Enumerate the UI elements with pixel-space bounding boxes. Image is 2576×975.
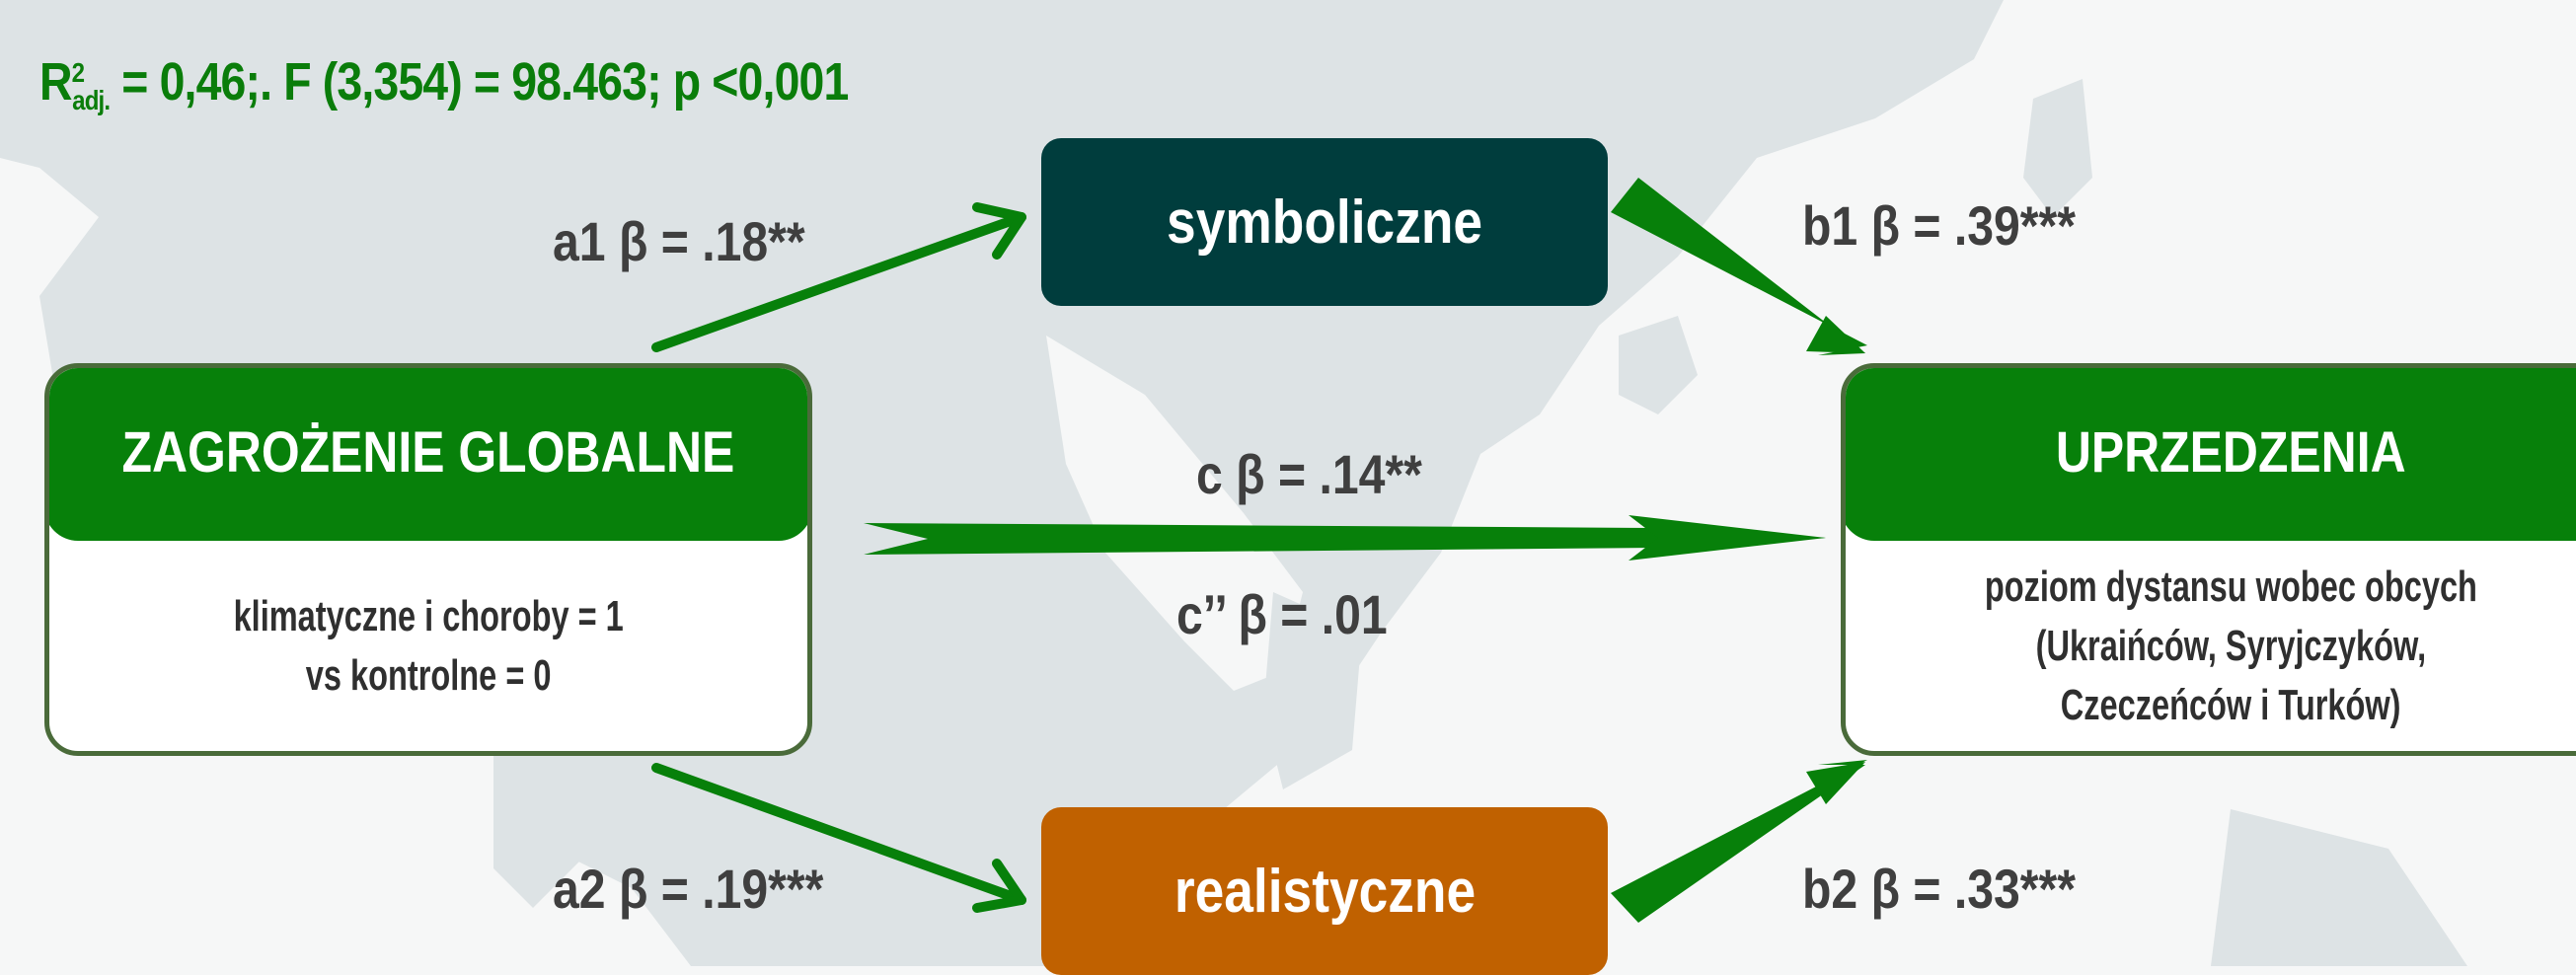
outcome-description: poziom dystansu wobec obcych(Ukraińców, … — [1984, 562, 2477, 729]
arrow-c — [864, 523, 1826, 555]
arrow-c-head — [1629, 515, 1826, 561]
predictor-title: ZAGROŻENIE GLOBALNE — [49, 368, 807, 541]
predictor-box: ZAGROŻENIE GLOBALNE klimatyczne i chorob… — [44, 363, 812, 756]
path-c-label: c β = .14** — [1196, 443, 1422, 505]
arrow-a1 — [651, 212, 1026, 352]
arrow-b2-head — [1806, 762, 1865, 804]
mediator-symbolic: symboliczne — [1041, 138, 1608, 306]
outcome-title: UPRZEDZENIA — [1846, 368, 2576, 541]
arrowhead-a2 — [972, 859, 1026, 913]
arrow-b2 — [1611, 760, 1867, 923]
arrowhead-a1 — [972, 202, 1026, 260]
model-fit-statistics: R2adj. = 0,46;. F (3,354) = 98.463; p <0… — [39, 52, 849, 115]
path-b1-label: b1 β = .39*** — [1802, 194, 2077, 257]
outcome-box: UPRZEDZENIA poziom dystansu wobec obcych… — [1841, 363, 2576, 756]
arrow-a2 — [651, 763, 1026, 905]
path-b2-label: b2 β = .33*** — [1802, 858, 2077, 920]
path-c-prime-label: c’’ β = .01 — [1176, 583, 1388, 645]
arrow-b1 — [1611, 178, 1867, 355]
path-a1-label: a1 β = .18** — [553, 210, 805, 272]
mediator-realistic: realistyczne — [1041, 807, 1608, 975]
path-a2-label: a2 β = .19*** — [553, 858, 824, 920]
arrow-b1-head — [1806, 316, 1865, 353]
